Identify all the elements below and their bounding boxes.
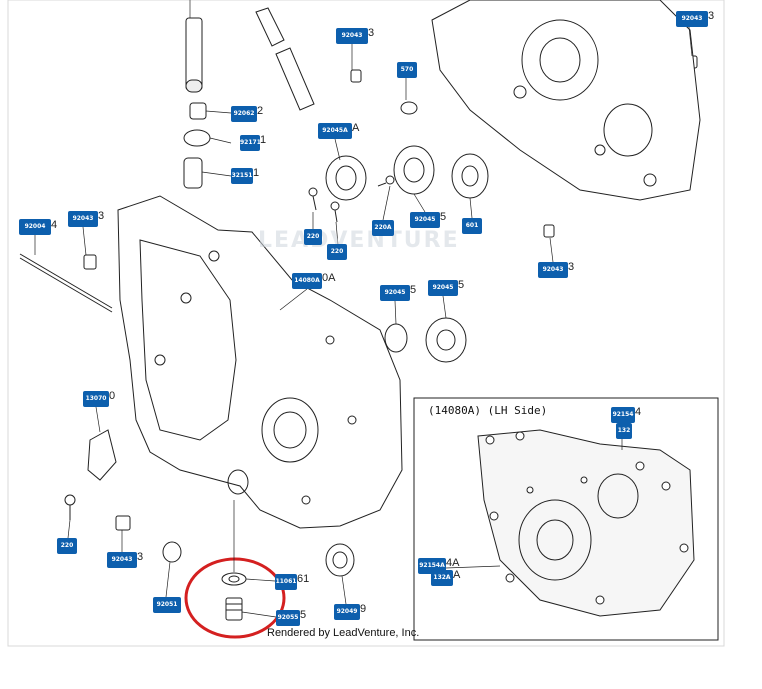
part-tag-suffix: 0A — [322, 272, 336, 284]
part-tag-92045[interactable]: 92045 — [410, 212, 440, 228]
part-tag-suffix: 4 — [635, 406, 642, 418]
watermark: LEADVENTURE — [258, 228, 460, 253]
part-tag-220[interactable]: 220 — [327, 244, 347, 260]
bracket-icon — [87, 429, 117, 481]
part-tag-92171[interactable]: 92171 — [240, 135, 261, 151]
part-tag-suffix: 5 — [410, 284, 417, 296]
part-tag-220[interactable]: 220 — [304, 229, 322, 245]
stud-bolt-icon — [19, 253, 113, 313]
o-ring-icon — [400, 101, 418, 115]
part-tag-suffix: A — [352, 122, 360, 134]
part-tag-32151[interactable]: 32151 — [231, 168, 253, 184]
footer-credit: Rendered by LeadVenture, Inc. — [267, 627, 420, 639]
part-tag-92055[interactable]: 92055 — [276, 610, 300, 626]
collar-icon — [189, 102, 207, 120]
part-tag-suffix: 61 — [297, 573, 310, 585]
crankcase-left-icon — [117, 195, 403, 529]
dowel-tube-icon — [255, 7, 315, 111]
drain-washer-icon — [221, 572, 247, 586]
part-tag-92045[interactable]: 92045 — [380, 285, 410, 301]
inset-crankcase-icon — [477, 429, 695, 617]
part-tag-suffix: 3 — [708, 10, 715, 22]
crankcase-right-icon — [431, 0, 701, 201]
part-tag-suffix: 0 — [109, 390, 116, 402]
part-tag-92043[interactable]: 92043 — [676, 11, 708, 27]
part-tag-suffix: 5 — [300, 609, 307, 621]
dowel-pin-mid-icon — [543, 224, 555, 238]
part-tag-suffix: 5 — [440, 211, 447, 223]
drain-bolt-icon — [225, 597, 243, 621]
part-tag-92051[interactable]: 92051 — [153, 597, 181, 613]
part-tag-92043[interactable]: 92043 — [68, 211, 98, 227]
part-tag-suffix: 5 — [458, 279, 465, 291]
hose-icon — [183, 157, 203, 189]
inset-title: (14080A) (LH Side) — [428, 404, 548, 417]
highlight-circle — [184, 557, 286, 639]
part-tag-suffix: 3 — [98, 210, 105, 222]
part-tag-suffix: 1 — [260, 134, 267, 146]
part-tag-92045A[interactable]: 92045A — [318, 123, 352, 139]
part-tag-92154[interactable]: 92154 — [611, 407, 635, 423]
part-tag-suffix: A — [453, 569, 461, 581]
part-tag-suffix: 3 — [568, 261, 575, 273]
part-tag-92062[interactable]: 92062 — [231, 106, 257, 122]
part-tag-suffix: 3 — [368, 27, 375, 39]
part-tag-601[interactable]: 601 — [462, 218, 482, 234]
part-tag-92004[interactable]: 92004 — [19, 219, 51, 235]
part-tag-13070[interactable]: 13070 — [83, 391, 109, 407]
part-tag-suffix: 4 — [51, 219, 58, 231]
dowel-pin-left-icon — [83, 254, 97, 270]
part-tag-132A[interactable]: 132A — [431, 570, 453, 586]
bolt-icon — [64, 175, 395, 520]
part-tag-suffix: 3 — [137, 551, 144, 563]
part-tag-92043[interactable]: 92043 — [107, 552, 137, 568]
dowel-pin-icon — [350, 69, 362, 83]
part-tag-suffix: 1 — [253, 167, 260, 179]
part-tag-92043[interactable]: 92043 — [538, 262, 568, 278]
part-tag-suffix: 4A — [446, 557, 460, 569]
part-tag-220[interactable]: 220 — [57, 538, 77, 554]
oil-pipe-icon — [185, 17, 203, 93]
part-tag-220A[interactable]: 220A — [372, 220, 394, 236]
part-tag-14080A[interactable]: 14080A — [292, 273, 322, 289]
part-tag-11061[interactable]: 11061 — [275, 574, 297, 590]
part-tag-570[interactable]: 570 — [397, 62, 417, 78]
part-tag-suffix: 2 — [257, 105, 264, 117]
bearing-icon — [162, 145, 489, 577]
part-tag-92049[interactable]: 92049 — [334, 604, 360, 620]
part-tag-92045[interactable]: 92045 — [428, 280, 458, 296]
part-tag-92043[interactable]: 92043 — [336, 28, 368, 44]
part-tag-suffix: 9 — [360, 603, 367, 615]
part-tag-132[interactable]: 132 — [616, 423, 632, 439]
dowel-pin-bottom-icon — [115, 515, 131, 531]
clamp-icon — [183, 129, 211, 147]
